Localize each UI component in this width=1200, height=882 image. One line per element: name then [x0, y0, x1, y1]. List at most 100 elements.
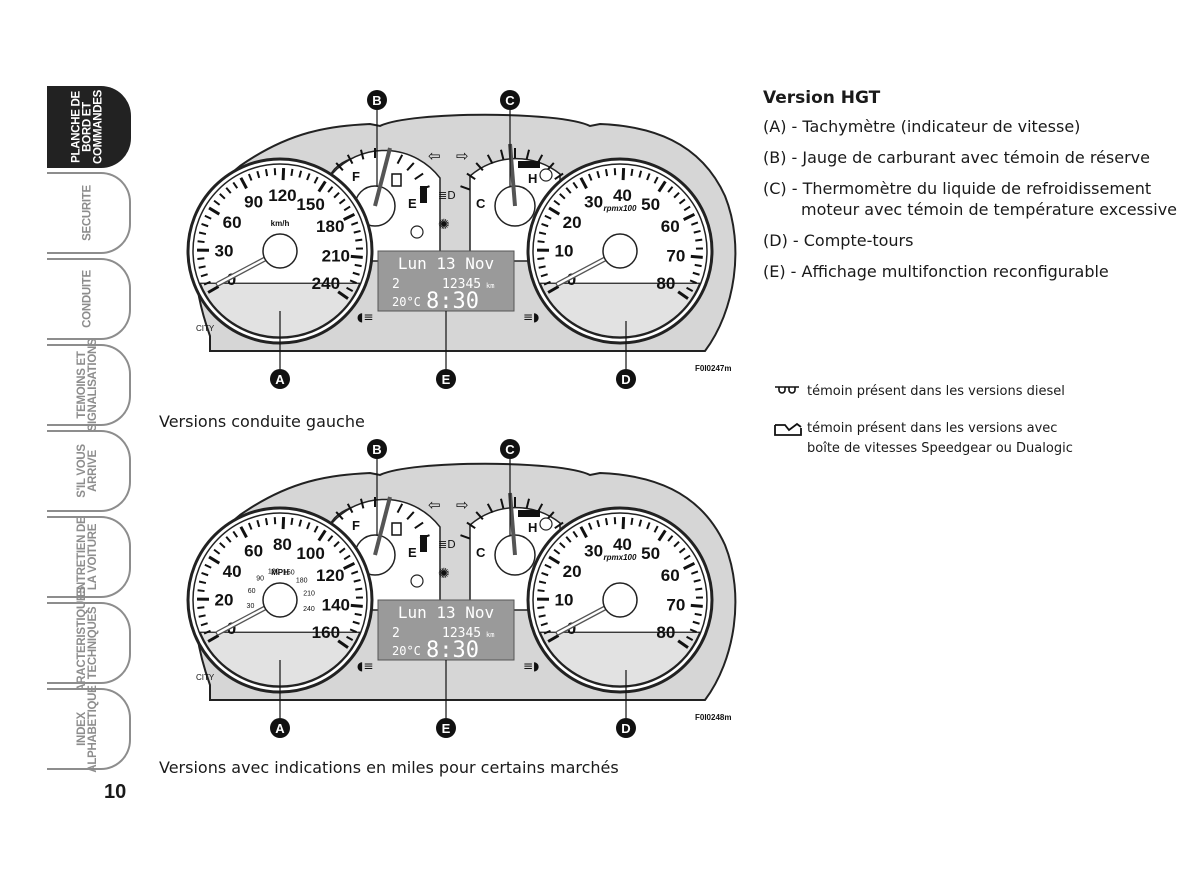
scale-label: 80 — [656, 274, 675, 293]
scale-tick — [281, 168, 286, 181]
scale-tick — [256, 519, 261, 528]
light-icon: ✺ — [438, 566, 450, 582]
scale-tick — [351, 221, 359, 226]
gauge-tick — [346, 503, 354, 514]
callout-letter: B — [372, 93, 381, 108]
scale-tick — [200, 622, 208, 627]
speed-unit-label: km/h — [271, 219, 290, 228]
inner-scale-label: 90 — [256, 576, 264, 583]
scale-label: 120 — [316, 566, 344, 585]
gauge-tick — [346, 154, 354, 165]
scale-label: 60 — [223, 213, 242, 232]
scale-tick — [683, 212, 696, 221]
scale-tick — [565, 187, 572, 194]
scale-label: 20 — [563, 562, 582, 581]
scale-tick — [579, 177, 588, 190]
figure-caption-1: Versions conduite gauche — [159, 412, 365, 431]
scale-tick — [540, 622, 548, 627]
callout-letter: B — [372, 442, 381, 457]
gauge-tick — [554, 172, 564, 180]
scale-tick — [667, 186, 674, 193]
gauge-tick — [335, 162, 344, 171]
fuel-needle — [373, 147, 392, 207]
scale-tick — [604, 518, 609, 526]
legend-item-d: (D) - Compte-tours — [763, 231, 914, 250]
tab-caracteristiques[interactable]: CARACTERISTIQUES TECHNIQUES — [47, 586, 131, 700]
scale-tick — [313, 176, 319, 184]
scale-tick — [689, 628, 697, 634]
scale-tick — [538, 265, 546, 269]
tab-label: CONDUITE — [81, 270, 94, 328]
scale-tick — [225, 536, 232, 543]
scale-tick — [208, 206, 221, 216]
scale-tick — [543, 629, 551, 635]
fuel-full-label: F — [352, 518, 360, 533]
gauge-tick — [525, 149, 531, 160]
scale-label: 210 — [322, 246, 350, 265]
scale-label: 240 — [312, 274, 340, 293]
display-gear: 2 — [392, 277, 400, 292]
scale-tick — [548, 555, 561, 565]
scale-tick — [343, 561, 356, 570]
scale-tick — [541, 223, 549, 228]
gauge-tick — [499, 498, 505, 509]
scale-tick — [538, 580, 547, 585]
tab-temoins[interactable]: TEMOINS ET SIGNALISATIONS — [47, 339, 131, 431]
tab-securite[interactable]: SECURITE — [47, 172, 131, 254]
callout-marker — [500, 439, 520, 459]
scale-tick — [198, 614, 206, 618]
instrument-cluster-figure-2: FECH⇦⇨≣D✺0204060801001201401603060901201… — [186, 439, 737, 738]
tab-conduite[interactable]: CONDUITE — [47, 258, 131, 340]
scale-tick — [694, 263, 702, 268]
scale-label: 40 — [223, 562, 242, 581]
headlight-icon: ≣D — [438, 189, 456, 202]
scale-label: 30 — [584, 542, 603, 561]
gauge-tick — [499, 149, 505, 160]
scale-tick — [689, 279, 697, 285]
display-odometer: 12345 — [442, 626, 481, 641]
scale-tick — [290, 168, 294, 177]
display-odometer: 12345 — [442, 277, 481, 292]
scale-tick — [346, 635, 354, 641]
legend-item-c: (C) - Thermomètre du liquide de refroidi… — [763, 179, 1178, 219]
scale-tick — [346, 286, 354, 292]
scale-tick — [298, 170, 303, 178]
callout-marker — [436, 369, 456, 389]
fuel-pump-icon — [391, 173, 402, 187]
scale-tick — [225, 187, 232, 194]
display-odo-unit: km — [486, 282, 494, 290]
temp-needle — [508, 492, 517, 556]
inner-scale-label: 180 — [296, 577, 308, 584]
tab-label: SECURITE — [81, 185, 94, 241]
callout-letter: C — [505, 93, 515, 108]
tab-index[interactable]: INDEX ALPHABETIQUE — [47, 685, 131, 773]
city-label: CITY — [196, 324, 215, 333]
scale-label: 20 — [215, 590, 234, 609]
scale-tick — [354, 263, 362, 268]
turn-right-icon: ⇨ — [456, 147, 469, 165]
scale-label: 40 — [613, 186, 632, 205]
tab-entretien[interactable]: ENTRETIEN DE LA VOITURE — [47, 516, 131, 598]
scale-tick — [537, 589, 545, 593]
scale-tick — [621, 517, 626, 530]
tab-sil-vous-arrive[interactable]: S'IL VOUS ARRIVE — [47, 430, 131, 512]
scale-label: 80 — [656, 623, 675, 642]
tab-label: PLANCHE DE BORD ET COMMANDES — [70, 90, 105, 164]
temp-hot-label: H — [528, 171, 537, 186]
scale-tick — [657, 529, 667, 542]
scale-tick — [353, 578, 361, 583]
scale-tick — [691, 221, 699, 226]
scale-tick — [207, 634, 220, 643]
turn-left-icon: ⇦ — [428, 147, 441, 165]
temp-hot-label: H — [528, 520, 537, 535]
gauge-tick — [396, 503, 404, 514]
turn-left-icon: ⇦ — [428, 496, 441, 514]
inner-scale-label: 60 — [248, 588, 256, 595]
scale-tick — [559, 193, 566, 200]
legend-panel: Version HGT (A) - Tachymètre (indicateur… — [763, 88, 1183, 292]
scale-label: 120 — [268, 186, 296, 205]
scale-tick — [677, 290, 689, 300]
warning-lights-panel — [539, 282, 701, 338]
tab-planche-de-bord[interactable]: PLANCHE DE BORD ET COMMANDES — [47, 86, 131, 168]
scale-tick — [630, 168, 634, 177]
